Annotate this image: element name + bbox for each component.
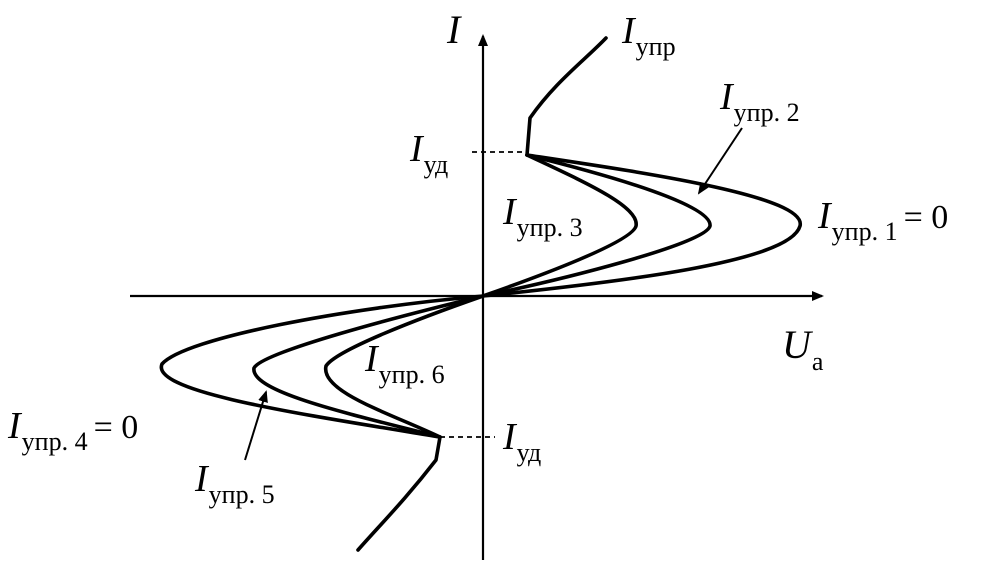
label-i-upr-1-main: I bbox=[818, 195, 831, 237]
label-i-upr-3-sub: упр. 3 bbox=[516, 213, 583, 242]
label-i-upr-5: Iупр. 5 bbox=[195, 458, 275, 508]
label-i-upr-6-sub: упр. 6 bbox=[378, 360, 445, 389]
curve-i-upr-2 bbox=[481, 153, 712, 298]
label-i-upr-main: I bbox=[622, 10, 635, 52]
label-i-ud-top-sub: уд bbox=[423, 150, 449, 179]
label-i-upr-3-main: I bbox=[503, 191, 516, 233]
label-i-upr-6-main: I bbox=[365, 338, 378, 380]
label-i-ud-bottom-main: I bbox=[503, 416, 516, 458]
label-i-upr-1: Iупр. 1= 0 bbox=[818, 195, 949, 245]
curve-i-upr-reverse-conducting bbox=[356, 435, 442, 552]
x-axis-label-text: U bbox=[782, 322, 811, 367]
curve-i-upr-6 bbox=[324, 294, 485, 439]
label-i-upr-3: Iупр. 3 bbox=[503, 191, 583, 241]
label-i-upr-sub: упр bbox=[635, 32, 676, 61]
label-i-upr-1-sub: упр. 1 bbox=[831, 217, 898, 246]
label-i-upr-1-tail: = 0 bbox=[903, 199, 949, 236]
curve-i-upr-3 bbox=[481, 153, 638, 298]
label-i-upr-2-main: I bbox=[720, 76, 733, 118]
curve-i-upr-conducting bbox=[525, 36, 608, 157]
label-i-upr-4-sub: упр. 4 bbox=[21, 427, 88, 456]
label-i-ud-bottom: Iуд bbox=[503, 416, 541, 466]
pointer-i-upr-2 bbox=[697, 127, 743, 195]
y-axis-label-text: I bbox=[447, 7, 461, 52]
label-i-upr-4: Iупр. 4= 0 bbox=[8, 405, 139, 455]
pointer-i-upr-5 bbox=[244, 390, 268, 461]
label-i-ud-bottom-sub: уд bbox=[516, 438, 542, 467]
curve-i-upr-5 bbox=[252, 294, 485, 439]
curve-i-upr-4 bbox=[159, 294, 485, 439]
label-i-upr-6: Iупр. 6 bbox=[365, 338, 445, 388]
label-i-upr-4-tail: = 0 bbox=[93, 409, 139, 446]
label-i-ud-top: Iуд bbox=[410, 128, 448, 178]
y-axis-label: I bbox=[447, 10, 460, 50]
label-i-upr-5-sub: упр. 5 bbox=[208, 480, 275, 509]
x-axis-label-subscript: а bbox=[811, 347, 824, 376]
label-i-ud-top-main: I bbox=[410, 128, 423, 170]
label-i-upr-2: Iупр. 2 bbox=[720, 76, 800, 126]
curve-i-upr-1 bbox=[481, 153, 802, 298]
x-axis-label: Uа bbox=[782, 322, 823, 375]
label-i-upr-4-main: I bbox=[8, 405, 21, 447]
label-i-upr-2-sub: упр. 2 bbox=[733, 98, 800, 127]
label-i-upr-5-main: I bbox=[195, 458, 208, 500]
label-i-upr: Iупр bbox=[622, 10, 676, 60]
